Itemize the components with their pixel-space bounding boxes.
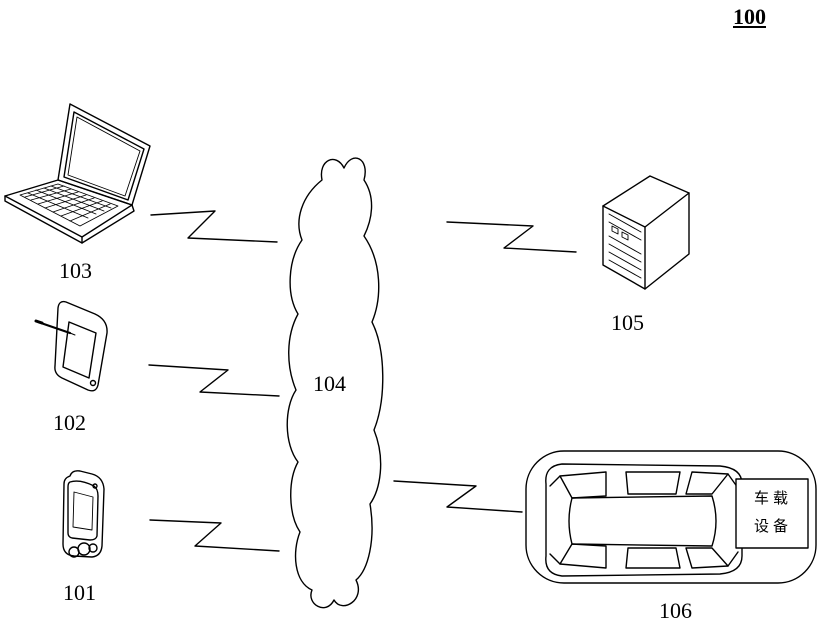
wireless-link-101	[150, 520, 279, 551]
wireless-link-102	[149, 365, 279, 396]
wireless-link-106	[394, 481, 522, 512]
tablet-icon	[36, 302, 107, 391]
wireless-link-103	[151, 211, 277, 242]
laptop-label: 103	[59, 260, 92, 282]
server-label: 105	[611, 312, 644, 334]
wireless-link-105	[447, 222, 576, 252]
phone-icon	[63, 471, 104, 557]
network-label: 104	[313, 373, 346, 395]
laptop-icon	[5, 104, 150, 243]
tablet-label: 102	[53, 412, 86, 434]
vehicle-device-line2: 设备	[741, 512, 805, 540]
vehicle-device-label: 车载 设备	[741, 484, 805, 540]
vehicle-device-line1: 车载	[741, 484, 805, 512]
figure-ref-label: 100	[733, 6, 766, 28]
vehicle-label: 106	[659, 600, 692, 622]
server-icon	[603, 176, 689, 289]
phone-label: 101	[63, 582, 96, 604]
